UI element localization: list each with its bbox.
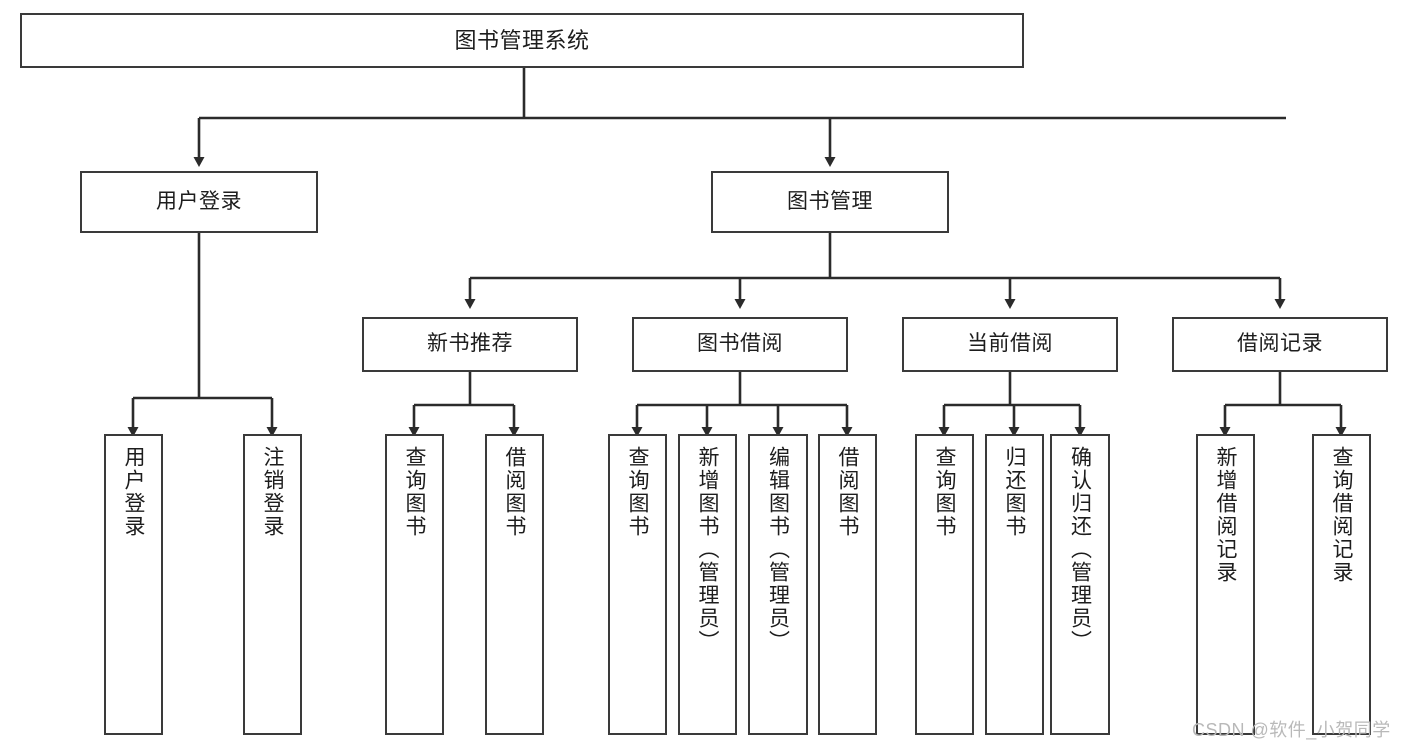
node-label: 新增借阅记录	[1214, 446, 1237, 584]
leaf-recommend-borrow-book[interactable]: 借阅图书	[485, 434, 544, 735]
node-label: 图书借阅	[697, 332, 783, 356]
leaf-borrow-query-book[interactable]: 查询图书	[608, 434, 667, 735]
leaf-logout[interactable]: 注销登录	[243, 434, 302, 735]
node-label: 图书管理系统	[454, 27, 590, 53]
leaf-borrow-edit-book-admin[interactable]: 编辑图书（管理员）	[748, 434, 808, 735]
node-label: 用户登录	[122, 446, 145, 538]
node-label: 查询借阅记录	[1330, 446, 1353, 584]
leaf-borrow-add-book-admin[interactable]: 新增图书（管理员）	[678, 434, 737, 735]
leaf-current-query-book[interactable]: 查询图书	[915, 434, 974, 735]
node-new-book-recommend[interactable]: 新书推荐	[362, 317, 578, 372]
node-label: 确认归还（管理员）	[1068, 446, 1092, 653]
node-label: 用户登录	[156, 189, 242, 213]
node-user-login[interactable]: 用户登录	[80, 171, 318, 233]
leaf-current-return-book[interactable]: 归还图书	[985, 434, 1044, 735]
leaf-borrow-borrow-book[interactable]: 借阅图书	[818, 434, 877, 735]
node-label: 注销登录	[261, 446, 284, 538]
leaf-recommend-query-book[interactable]: 查询图书	[385, 434, 444, 735]
node-label: 编辑图书（管理员）	[766, 446, 790, 653]
node-label: 借阅记录	[1237, 332, 1323, 356]
node-label: 查询图书	[626, 446, 649, 538]
node-label: 查询图书	[403, 446, 426, 538]
node-label: 新书推荐	[427, 332, 513, 356]
node-label: 新增图书（管理员）	[696, 446, 719, 653]
node-label: 借阅图书	[836, 446, 859, 538]
node-label: 查询图书	[933, 446, 956, 538]
leaf-record-add-borrow-record[interactable]: 新增借阅记录	[1196, 434, 1255, 735]
node-book-management[interactable]: 图书管理	[711, 171, 949, 233]
node-book-borrow[interactable]: 图书借阅	[632, 317, 848, 372]
leaf-user-login[interactable]: 用户登录	[104, 434, 163, 735]
leaf-current-confirm-return-admin[interactable]: 确认归还（管理员）	[1050, 434, 1110, 735]
leaf-record-query-borrow-record[interactable]: 查询借阅记录	[1312, 434, 1371, 735]
node-label: 借阅图书	[503, 446, 526, 538]
node-borrow-record[interactable]: 借阅记录	[1172, 317, 1388, 372]
node-label: 图书管理	[787, 189, 873, 213]
node-label: 当前借阅	[967, 332, 1053, 356]
node-label: 归还图书	[1003, 446, 1026, 538]
node-current-borrow[interactable]: 当前借阅	[902, 317, 1118, 372]
node-root-system[interactable]: 图书管理系统	[20, 13, 1024, 68]
